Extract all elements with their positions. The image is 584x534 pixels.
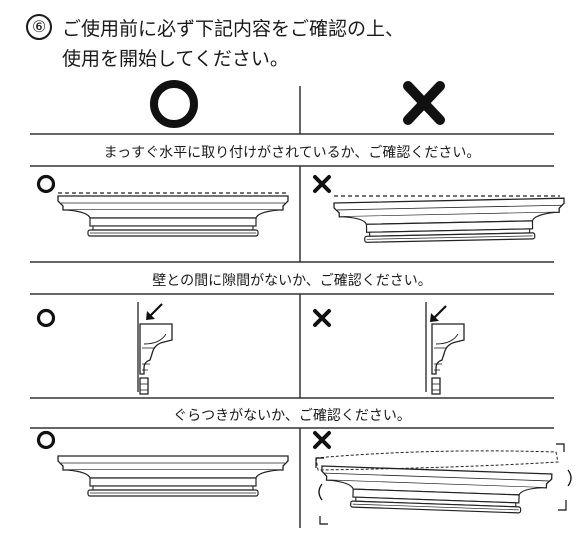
ok-circle-icon xyxy=(36,174,56,194)
ng-cross-icon xyxy=(313,175,331,193)
large-ok-circle-icon xyxy=(150,80,198,128)
heading-line-1: ご使用前に必ず下記内容をご確認の上、 xyxy=(62,18,405,40)
shelf-level-illustration xyxy=(57,195,289,237)
wobble-arrows xyxy=(315,443,572,525)
ng-cross-icon xyxy=(313,431,331,449)
ng-cross-icon xyxy=(313,309,331,327)
heading-line-2: 使用を開始してください。 xyxy=(62,48,289,70)
check-caption-gap: 壁との間に隙間がないか、ご確認ください。 xyxy=(152,273,432,289)
step-number: ⑥ xyxy=(26,14,52,40)
shelf-tilted-illustration xyxy=(333,197,566,244)
shelf-stable-illustration xyxy=(57,455,289,497)
wobble-outline xyxy=(315,450,559,471)
shelf-wobble-illustration xyxy=(319,465,553,515)
check-caption-wobble: ぐらつきがないか、ご確認ください。 xyxy=(173,408,411,424)
shelf-gap-illustration xyxy=(431,323,465,395)
arrow-icon xyxy=(146,303,163,320)
ok-circle-icon xyxy=(36,430,56,450)
shelf-flush-illustration xyxy=(139,323,173,395)
large-ng-cross-icon xyxy=(403,81,445,125)
ok-circle-icon xyxy=(36,308,56,328)
arrow-icon xyxy=(430,305,447,322)
check-caption-level: まっすぐ水平に取り付けがされているか、ご確認ください。 xyxy=(103,145,481,161)
